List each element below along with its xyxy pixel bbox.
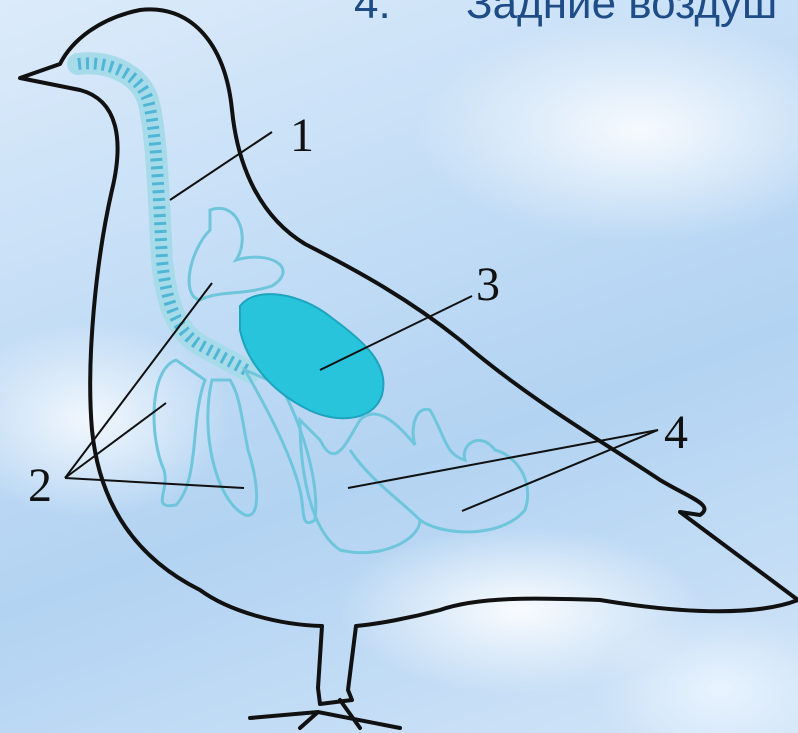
bird-outline [20, 9, 798, 704]
label-front-air-sacs: 2 [28, 459, 52, 512]
trachea [78, 63, 250, 372]
label-lung: 3 [476, 258, 500, 311]
rear-air-sacs [300, 409, 528, 552]
label-trachea: 1 [290, 109, 314, 162]
label-rear-air-sacs: 4 [664, 406, 688, 459]
